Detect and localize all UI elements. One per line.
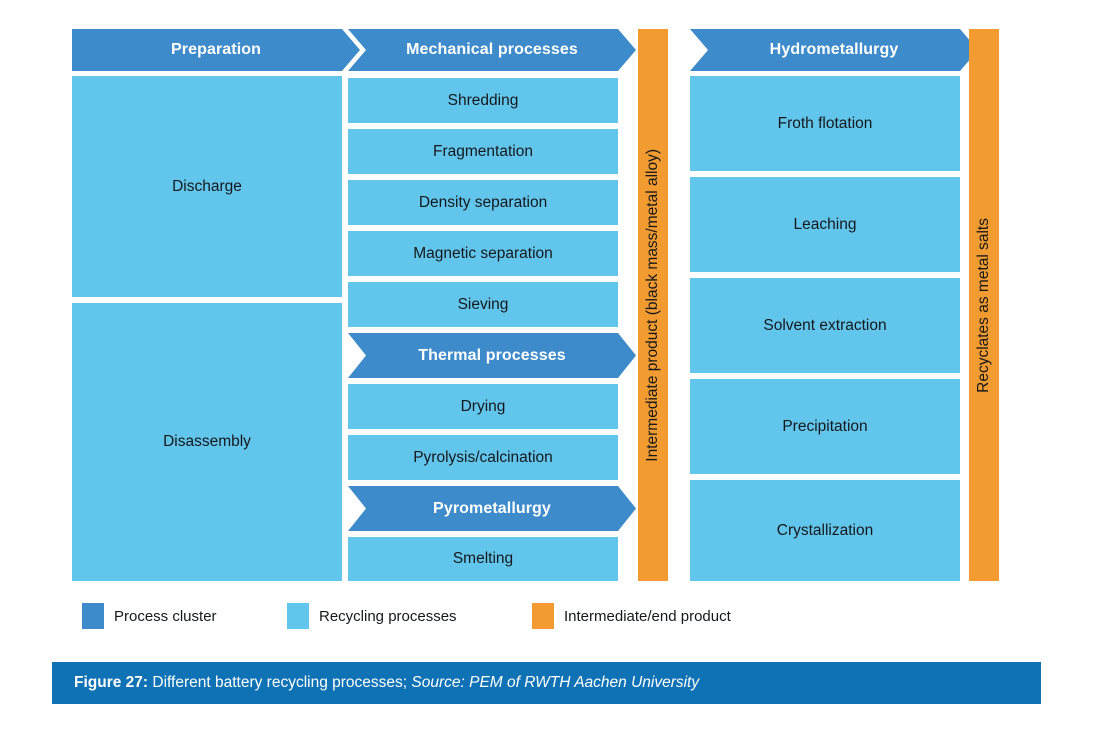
cluster-header-preparation-label: Preparation bbox=[170, 41, 261, 58]
legend-label-recycling-processes: Recycling processes bbox=[319, 607, 457, 625]
process-box-sieving[interactable]: Sieving bbox=[348, 282, 618, 327]
process-box-smelting[interactable]: Smelting bbox=[348, 537, 618, 581]
legend-swatch-process-cluster bbox=[82, 603, 104, 629]
legend-item-process-cluster: Process cluster bbox=[82, 603, 217, 629]
process-box-leaching-label: Leaching bbox=[793, 215, 857, 233]
cluster-header-hydrometallurgy-label: Hydrometallurgy bbox=[769, 41, 899, 58]
process-box-solvent-extraction-label: Solvent extraction bbox=[763, 316, 887, 334]
cluster-header-preparation: Preparation bbox=[72, 29, 360, 71]
process-box-drying-label: Drying bbox=[460, 397, 506, 415]
process-box-precipitation[interactable]: Precipitation bbox=[690, 379, 960, 474]
figure-caption-text: Figure 27: Different battery recycling p… bbox=[52, 674, 699, 692]
process-box-smelting-label: Smelting bbox=[452, 550, 514, 568]
process-box-froth-flotation-label: Froth flotation bbox=[777, 114, 873, 132]
process-box-crystallization[interactable]: Crystallization bbox=[690, 480, 960, 581]
legend-item-recycling-processes: Recycling processes bbox=[287, 603, 457, 629]
cluster-header-pyrometallurgy: Pyrometallurgy bbox=[348, 486, 636, 531]
process-box-disassembly[interactable]: Disassembly bbox=[72, 303, 342, 581]
legend-item-intermediate-end-product: Intermediate/end product bbox=[532, 603, 731, 629]
process-box-magnetic-separation[interactable]: Magnetic separation bbox=[348, 231, 618, 276]
process-box-discharge-label: Discharge bbox=[172, 177, 242, 195]
process-box-shredding[interactable]: Shredding bbox=[348, 78, 618, 123]
product-bar-intermediate-label: Intermediate product (black mass/metal a… bbox=[644, 148, 661, 462]
cluster-header-mechanical-processes: Mechanical processes bbox=[348, 29, 636, 71]
cluster-header-thermal-processes-label: Thermal processes bbox=[418, 346, 566, 364]
process-box-drying[interactable]: Drying bbox=[348, 384, 618, 429]
process-box-crystallization-label: Crystallization bbox=[776, 521, 874, 539]
cluster-header-pyrometallurgy-label: Pyrometallurgy bbox=[433, 499, 551, 517]
cluster-header-thermal-processes: Thermal processes bbox=[348, 333, 636, 378]
process-box-solvent-extraction[interactable]: Solvent extraction bbox=[690, 278, 960, 373]
legend-label-intermediate-end-product: Intermediate/end product bbox=[564, 607, 731, 625]
process-box-leaching[interactable]: Leaching bbox=[690, 177, 960, 272]
process-box-shredding-label: Shredding bbox=[447, 91, 519, 109]
product-bar-intermediate: Intermediate product (black mass/metal a… bbox=[638, 29, 668, 581]
figure-caption-source: Source: PEM of RWTH Aachen University bbox=[411, 674, 700, 691]
legend-label-process-cluster: Process cluster bbox=[114, 607, 217, 625]
process-box-density-separation-label: Density separation bbox=[418, 193, 548, 211]
legend-swatch-intermediate-end-product bbox=[532, 603, 554, 629]
figure-caption-band: Figure 27: Different battery recycling p… bbox=[52, 662, 1041, 704]
legend: Process cluster Recycling processes Inte… bbox=[0, 600, 1093, 634]
process-box-pyrolysis-calcination[interactable]: Pyrolysis/calcination bbox=[348, 435, 618, 480]
process-box-disassembly-label: Disassembly bbox=[163, 433, 251, 451]
process-box-precipitation-label: Precipitation bbox=[782, 417, 868, 435]
process-box-magnetic-separation-label: Magnetic separation bbox=[413, 244, 553, 262]
product-bar-recyclates-label: Recyclates as metal salts bbox=[975, 217, 992, 393]
figure-caption-prefix: Figure 27: bbox=[74, 674, 149, 691]
figure-caption-main: Different battery recycling processes; bbox=[148, 674, 412, 691]
cluster-header-hydrometallurgy: Hydrometallurgy bbox=[690, 29, 978, 71]
legend-swatch-recycling-processes bbox=[287, 603, 309, 629]
product-bar-recyclates: Recyclates as metal salts bbox=[969, 29, 999, 581]
process-box-sieving-label: Sieving bbox=[457, 295, 509, 313]
cluster-header-mechanical-processes-label: Mechanical processes bbox=[406, 41, 578, 58]
process-box-discharge[interactable]: Discharge bbox=[72, 76, 342, 297]
process-box-pyrolysis-calcination-label: Pyrolysis/calcination bbox=[413, 448, 553, 466]
process-box-fragmentation-label: Fragmentation bbox=[433, 142, 533, 160]
process-box-fragmentation[interactable]: Fragmentation bbox=[348, 129, 618, 174]
process-box-froth-flotation[interactable]: Froth flotation bbox=[690, 76, 960, 171]
process-box-density-separation[interactable]: Density separation bbox=[348, 180, 618, 225]
